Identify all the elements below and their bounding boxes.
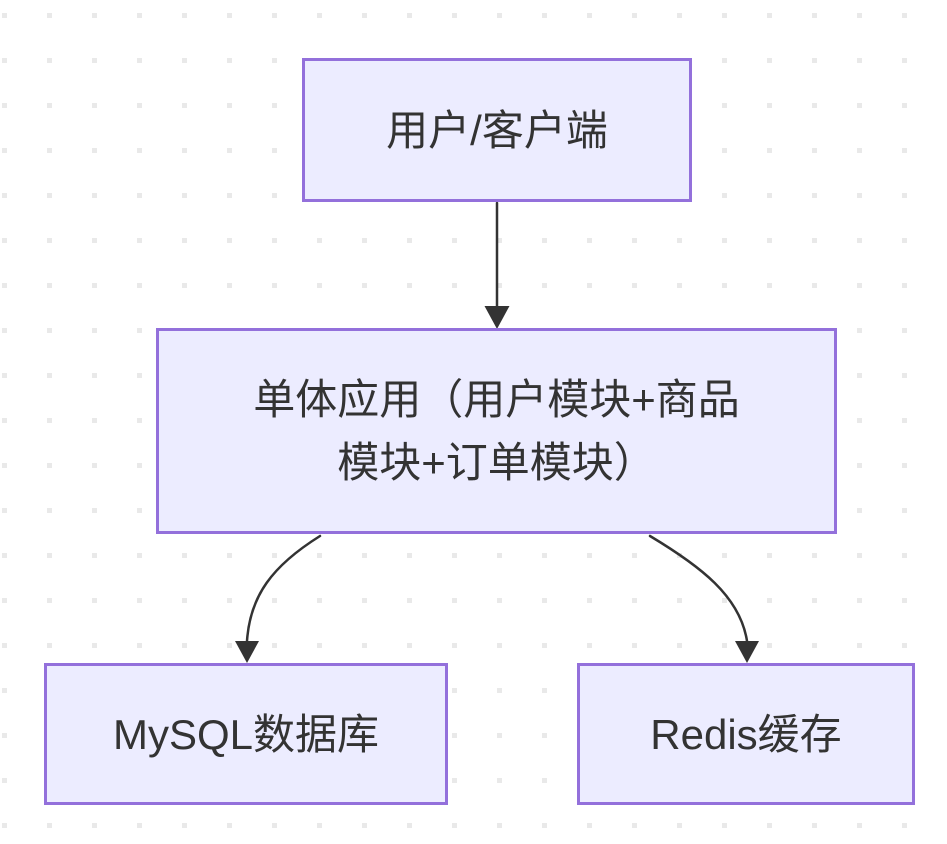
node-label: 单体应用（用户模块+商品 模块+订单模块） [253,376,740,486]
node-mysql-db: MySQL数据库 [44,663,448,805]
edge-client-to-monolith [484,201,510,329]
node-label: Redis缓存 [650,710,842,758]
edge-line [648,534,749,643]
node-redis-cache: Redis缓存 [577,663,915,805]
edge-monolith-to-mysql [235,534,322,663]
node-monolith-app: 单体应用（用户模块+商品 模块+订单模块） [156,328,837,534]
node-label: 用户/客户端 [386,106,608,154]
edge-monolith-to-redis [648,534,759,663]
node-user-client: 用户/客户端 [302,58,692,202]
arrowhead-down-icon [484,306,510,329]
node-label: MySQL数据库 [112,710,380,758]
edge-line [245,534,322,643]
arrowhead-down-icon [235,641,259,663]
arrowhead-down-icon [735,641,759,663]
